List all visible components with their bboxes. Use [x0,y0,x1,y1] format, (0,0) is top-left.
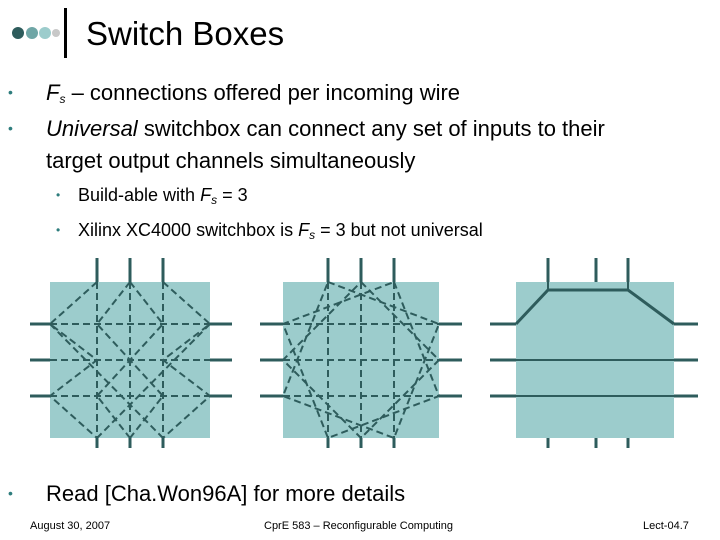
title-decoration-dots [12,27,60,39]
universal-emphasis: Universal [46,116,138,141]
fs-var: F [298,220,310,240]
switchbox-diagrams [30,258,698,448]
bullet-universal-cont: target output channels simultaneously [46,148,416,173]
bullet-text: = 3 but not universal [315,220,483,240]
sub-bullet-buildable: Build-able with Fs = 3 [78,183,248,212]
bullet-read-reference: Read [Cha.Won96A] for more details [46,481,406,506]
fs-subscript: s [59,92,66,106]
bullet-universal: Universal switchbox can connect any set … [46,115,605,143]
fs-var: F [46,80,60,105]
sub-bullet-marker: • [56,188,61,202]
sub-bullet-xilinx: Xilinx XC4000 switchbox is Fs = 3 but no… [78,218,483,247]
bullet-text: switchbox can connect any set of inputs … [137,116,605,141]
bullet-marker: • [8,84,13,100]
bullet-text: = 3 [217,185,248,205]
bullet-text: Xilinx XC4000 switchbox is [78,220,299,240]
bullet-fs-definition: Fs – connections offered per incoming wi… [46,79,460,113]
title-divider [64,8,67,58]
bullet-text: – connections offered per incoming wire [65,80,461,105]
sub-bullet-marker: • [56,223,61,237]
slide-title: Switch Boxes [86,15,285,52]
fs-var: F [200,185,212,205]
fs-subscript: s [211,193,218,207]
footer-page: Lect-04.7 [643,520,689,532]
footer-course: CprE 583 – Reconfigurable Computing [264,520,453,532]
footer-date: August 30, 2007 [30,520,111,532]
fs-subscript: s [309,228,316,242]
bullet-marker: • [8,120,13,136]
bullet-marker: • [8,485,13,501]
bullet-text: Build-able with [78,185,201,205]
